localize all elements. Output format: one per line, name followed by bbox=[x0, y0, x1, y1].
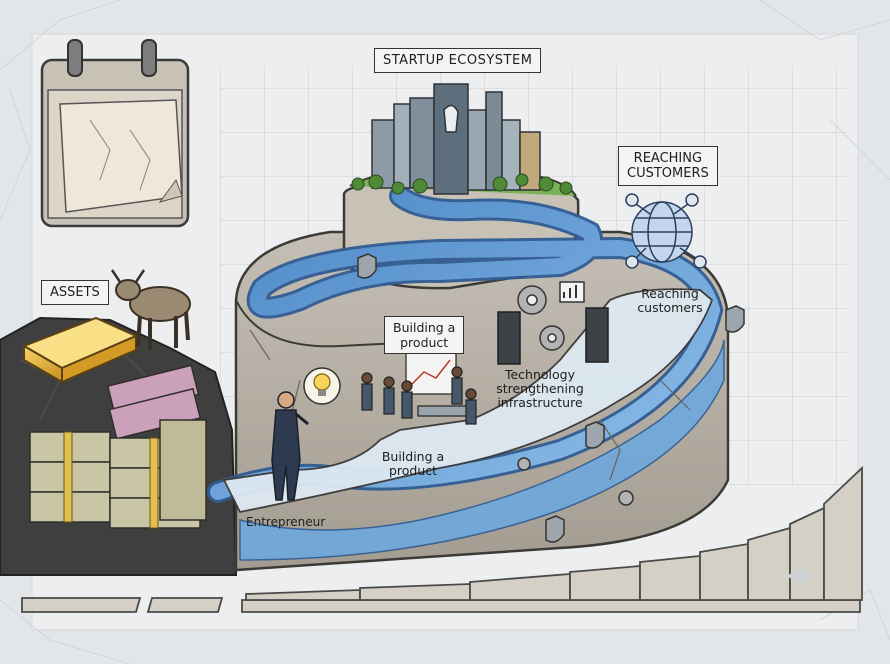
reaching-customers-label: REACHING CUSTOMERS bbox=[618, 146, 718, 186]
sparkle-icon bbox=[784, 560, 816, 592]
calendar-icon bbox=[40, 39, 190, 228]
technology-infrastructure-label: Technology strengthening infrastructure bbox=[496, 367, 584, 410]
building-product-path-label: Building a product bbox=[381, 449, 445, 478]
bull-icon bbox=[110, 269, 191, 350]
startup-ecosystem-label: STARTUP ECOSYSTEM bbox=[374, 48, 542, 73]
building-product-label: Building a product bbox=[384, 316, 465, 354]
trees bbox=[351, 173, 573, 195]
cash-stack-icon bbox=[29, 364, 207, 529]
gear-icon bbox=[517, 285, 634, 506]
gold-bar-icon bbox=[21, 316, 139, 384]
reaching-customers-path-label: Reaching customers bbox=[637, 286, 703, 315]
chart-icon bbox=[559, 281, 585, 303]
assets-label: ASSETS bbox=[41, 280, 109, 305]
lightbulb-icon bbox=[303, 367, 341, 405]
network-globe-icon bbox=[625, 193, 707, 269]
shield-icon bbox=[357, 253, 745, 543]
entrepreneur-figure bbox=[271, 391, 309, 501]
entrepreneur-label: Entrepreneur bbox=[246, 515, 326, 529]
server-icon bbox=[497, 307, 609, 365]
team-meeting bbox=[361, 351, 477, 425]
growth-ramp bbox=[21, 465, 863, 613]
